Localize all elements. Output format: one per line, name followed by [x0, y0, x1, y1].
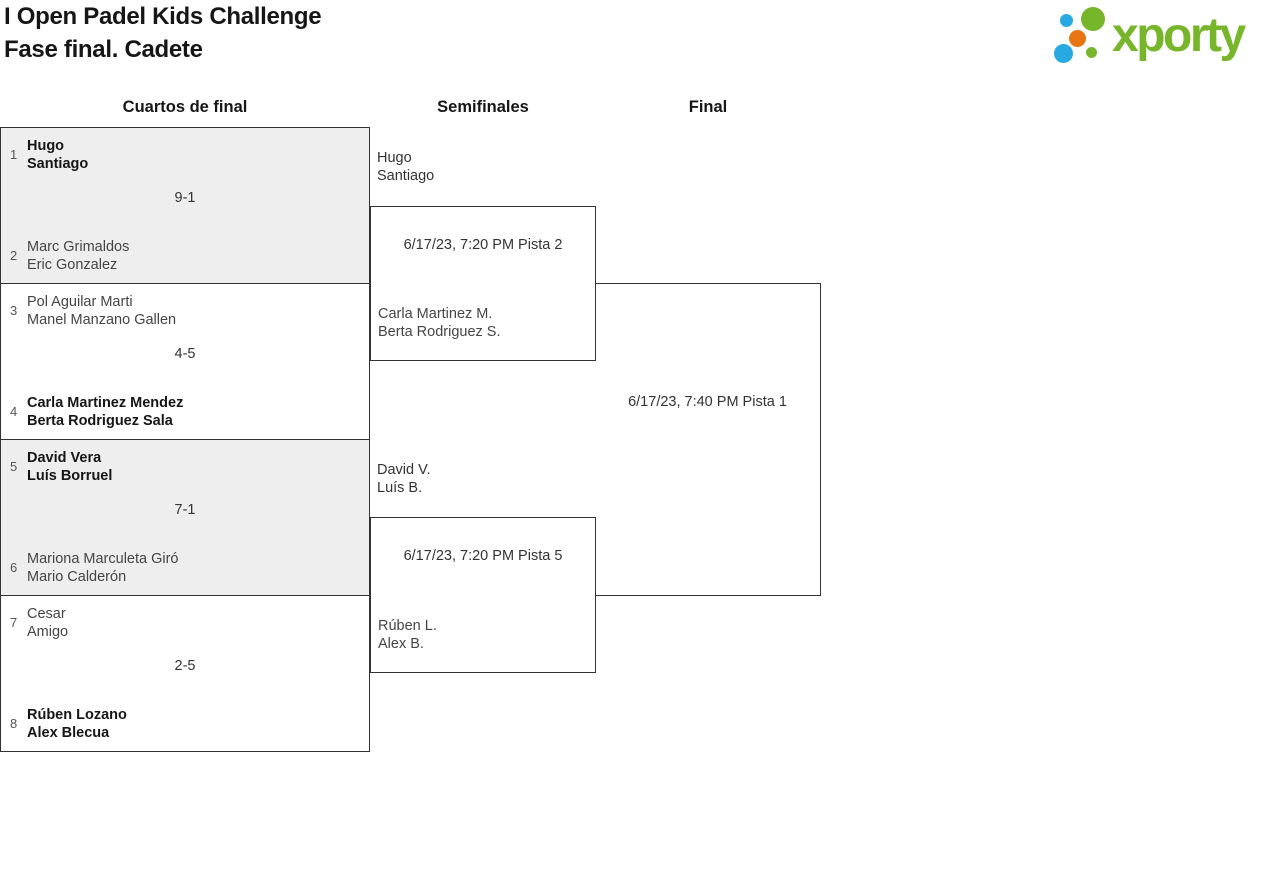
- seed-number: 5: [10, 459, 18, 474]
- team-name: Pol Aguilar Marti Manel Manzano Gallen: [27, 293, 176, 329]
- logo-dot-icon: [1060, 14, 1073, 27]
- seed-number: 8: [10, 716, 18, 731]
- team-name: Carla Martinez M. Berta Rodriguez S.: [378, 305, 501, 341]
- seed-number: 2: [10, 248, 18, 263]
- match-score: 2-5: [174, 658, 196, 674]
- team-line: Luís B.: [377, 480, 423, 496]
- seed-number: 4: [10, 404, 18, 419]
- team-line: Pol Aguilar Marti: [27, 294, 133, 310]
- team-name: Cesar Amigo: [27, 605, 68, 641]
- team-line: Mariona Marculeta Giró: [27, 551, 179, 567]
- team-name: Hugo Santiago: [27, 137, 88, 173]
- team-name: Rúben Lozano Alex Blecua: [27, 706, 127, 742]
- team-line: Alex B.: [378, 636, 424, 652]
- team-line: Amigo: [27, 624, 69, 640]
- match-score: 4-5: [174, 346, 196, 362]
- seed-number: 1: [10, 147, 18, 162]
- round-header-final: Final: [688, 98, 728, 116]
- team-line: Manel Manzano Gallen: [27, 312, 177, 328]
- team-name: Marc Grimaldos Eric Gonzalez: [27, 238, 129, 274]
- team-name: Rúben L. Alex B.: [378, 617, 437, 653]
- phase-subtitle: Fase final. Cadete: [4, 36, 203, 63]
- match-schedule: 6/17/23, 7:40 PM Pista 1: [628, 394, 787, 410]
- team-line: Santiago: [27, 156, 89, 172]
- seed-number: 7: [10, 615, 18, 630]
- logo-dot-icon: [1086, 47, 1097, 58]
- team-line: Hugo: [27, 138, 65, 154]
- match-schedule: 6/17/23, 7:20 PM Pista 5: [403, 548, 563, 564]
- match-schedule: 6/17/23, 7:20 PM Pista 2: [403, 237, 563, 253]
- team-name: David Vera Luís Borruel: [27, 449, 112, 485]
- match-score: 9-1: [174, 190, 196, 206]
- match-box-semifinal-1[interactable]: 6/17/23, 7:20 PM Pista 2 Carla Martinez …: [370, 206, 596, 361]
- page-title: I Open Padel Kids Challenge Fase final. …: [4, 0, 322, 66]
- team-line: Rúben L.: [378, 618, 437, 634]
- team-line: David V.: [377, 462, 431, 478]
- team-line: Carla Martinez Mendez: [27, 395, 184, 411]
- match-box-quarterfinal-3[interactable]: 5 David Vera Luís Borruel 7-1 6 Mariona …: [0, 439, 370, 596]
- team-line: Luís Borruel: [27, 468, 113, 484]
- match-box-quarterfinal-1[interactable]: 1 Hugo Santiago 9-1 2 Marc Grimaldos Eri…: [0, 127, 370, 284]
- team-line: Eric Gonzalez: [27, 257, 118, 273]
- match-box-quarterfinal-2[interactable]: 3 Pol Aguilar Marti Manel Manzano Gallen…: [0, 283, 370, 440]
- match-box-semifinal-2[interactable]: 6/17/23, 7:20 PM Pista 5 Rúben L. Alex B…: [370, 517, 596, 673]
- match-box-quarterfinal-4[interactable]: 7 Cesar Amigo 2-5 8 Rúben Lozano Alex Bl…: [0, 595, 370, 752]
- team-line: Cesar: [27, 606, 66, 622]
- round-header-quarterfinals: Cuartos de final: [122, 98, 248, 116]
- tournament-name: I Open Padel Kids Challenge: [4, 3, 322, 30]
- logo-dot-icon: [1081, 7, 1105, 31]
- team-line: Mario Calderón: [27, 569, 127, 585]
- team-line: Berta Rodriguez Sala: [27, 413, 173, 429]
- xporty-logo[interactable]: xporty: [1050, 0, 1280, 75]
- seed-number: 3: [10, 303, 18, 318]
- match-score: 7-1: [174, 502, 196, 518]
- team-name: David V. Luís B.: [377, 461, 430, 497]
- team-line: David Vera: [27, 450, 102, 466]
- team-name: Carla Martinez Mendez Berta Rodriguez Sa…: [27, 394, 183, 430]
- team-line: Carla Martinez M.: [378, 306, 493, 322]
- match-box-final[interactable]: 6/17/23, 7:40 PM Pista 1: [595, 283, 821, 596]
- team-line: Berta Rodriguez S.: [378, 324, 501, 340]
- team-line: Rúben Lozano: [27, 707, 127, 723]
- team-name: Mariona Marculeta Giró Mario Calderón: [27, 550, 179, 586]
- team-line: Santiago: [377, 168, 435, 184]
- logo-wordmark: xporty: [1112, 9, 1246, 62]
- team-name: Hugo Santiago: [377, 149, 434, 185]
- team-line: Marc Grimaldos: [27, 239, 130, 255]
- logo-dot-icon: [1054, 44, 1073, 63]
- round-header-semifinals: Semifinales: [437, 98, 529, 116]
- team-line: Alex Blecua: [27, 725, 110, 741]
- seed-number: 6: [10, 560, 18, 575]
- logo-dot-icon: [1069, 30, 1086, 47]
- team-line: Hugo: [377, 150, 412, 166]
